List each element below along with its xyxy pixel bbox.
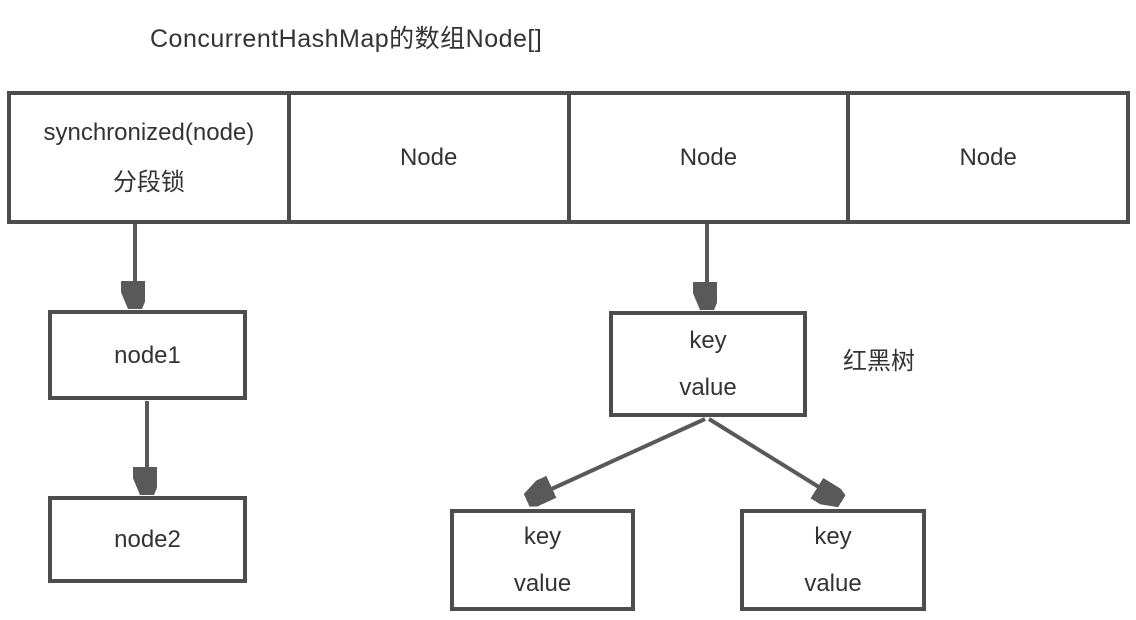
array-cell-1: synchronized(node) 分段锁 <box>11 95 287 220</box>
tree-root-node: key value <box>609 311 807 417</box>
array-cell-2-label: Node <box>399 143 458 171</box>
tree-root-key-label: key <box>689 327 727 354</box>
node-array: synchronized(node) 分段锁 Node Node Node <box>7 91 1130 224</box>
tree-annotation: 红黑树 <box>843 348 915 375</box>
list-node-1-label: node1 <box>114 341 181 369</box>
list-node-1: node1 <box>48 310 247 400</box>
tree-left-child-value-label: value <box>513 570 572 597</box>
tree-left-child-node: key value <box>450 509 635 611</box>
tree-left-child-key-label: key <box>523 523 562 550</box>
array-cell-1-line-1: synchronized(node) <box>43 118 255 146</box>
list-node-2-label: node2 <box>114 526 181 553</box>
tree-right-child-value-label: value <box>804 570 862 597</box>
array-cell-4-label: Node <box>959 143 1017 171</box>
tree-right-child-node: key value <box>740 509 926 611</box>
list-node-2: node2 <box>48 496 247 583</box>
diagram-title: ConcurrentHashMap的数组Node[] <box>150 25 543 53</box>
tree-right-child-key-label: key <box>814 523 852 550</box>
array-cell-1-line-2: 分段锁 <box>112 168 185 196</box>
array-cell-3-label: Node <box>679 143 738 171</box>
array-cell-2: Node <box>286 95 567 220</box>
tree-root-value-label: value <box>679 374 737 401</box>
array-cell-4: Node <box>846 95 1126 220</box>
arrow-root-to-left-child <box>534 417 706 497</box>
array-cell-3: Node <box>566 95 847 220</box>
arrow-root-to-right-child <box>707 417 835 497</box>
